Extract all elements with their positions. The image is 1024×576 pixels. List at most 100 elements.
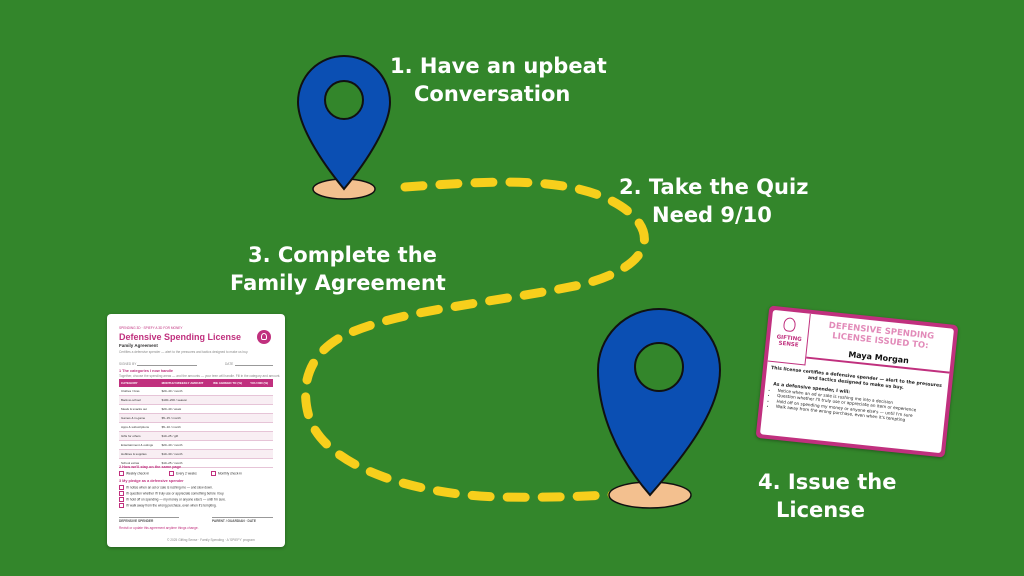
pledge-label: I'll notice when an ad or sale is rushin… xyxy=(126,485,213,490)
table-cell: $10–25 / month xyxy=(159,458,212,468)
table-row: Games & in-game$5–15 / month xyxy=(119,413,273,423)
column-header: CATEGORY xyxy=(119,379,160,387)
copyright-text: © 2025 Gifting Sense · Family Spending ·… xyxy=(167,538,255,542)
table-cell: $5–15 / month xyxy=(159,413,212,423)
categories-table: CATEGORY MONTHLY/WEEKLY AMOUNT WE AGREED… xyxy=(119,379,273,468)
start-pin-group xyxy=(296,55,392,200)
checkbox-icon xyxy=(119,503,124,508)
checkbox-option[interactable]: Every 2 weeks xyxy=(169,471,197,476)
date-label: DATE xyxy=(225,362,234,366)
table-cell xyxy=(248,413,273,423)
table-row: School extras$10–25 / month xyxy=(119,458,273,468)
table-cell xyxy=(248,431,273,441)
step-4-line-2: License xyxy=(776,498,865,522)
step-2-line-2: Need 9/10 xyxy=(652,203,772,227)
table-cell xyxy=(248,395,273,405)
step-2-label: 2. Take the Quiz Need 9/10 xyxy=(619,173,808,229)
table-cell xyxy=(248,440,273,450)
signed-by-label: SIGNED BY xyxy=(119,362,137,366)
checkbox-icon xyxy=(169,471,174,476)
table-cell: Apps & subscriptions xyxy=(119,422,160,432)
table-row: Back-to-school$100–200 / season xyxy=(119,395,273,405)
table-cell: Gifts for others xyxy=(119,431,160,441)
signature-line-left xyxy=(119,517,179,518)
checkbox-label: Every 2 weeks xyxy=(176,471,197,476)
family-agreement-document: SPENDING 3D · SPIEFY A 3D FOR MONEY Defe… xyxy=(107,314,285,547)
location-pin-icon xyxy=(296,55,392,191)
checkbox-label: Weekly check-in xyxy=(126,471,150,476)
checkbox-option[interactable]: Monthly check-in xyxy=(211,471,242,476)
checkbox-icon xyxy=(119,471,124,476)
license-inner: GIFTING SENSE DEFENSIVE SPENDING LICENSE… xyxy=(759,309,955,454)
end-pin-hole xyxy=(634,342,684,392)
checkbox-icon xyxy=(211,471,216,476)
table-cell: $10–25 / gift xyxy=(159,431,212,441)
step-1-label: 1. Have an upbeat Conversation xyxy=(390,52,607,108)
table-cell xyxy=(211,395,249,405)
table-cell: Back-to-school xyxy=(119,395,160,405)
table-cell xyxy=(248,404,273,414)
section-2-heading: 2 How we'll stay on the same page xyxy=(119,465,182,469)
column-header: YOU DID (%) xyxy=(248,379,273,387)
step-2-line-1: 2. Take the Quiz xyxy=(619,175,809,199)
pledge-checkbox[interactable]: I'll notice when an ad or sale is rushin… xyxy=(119,485,213,490)
section-1-note: Together, choose the spending areas — an… xyxy=(119,374,281,378)
pledge-checkbox[interactable]: I'll walk away from the wrong purchase, … xyxy=(119,503,217,508)
pledge-label: I'll question whether I'll truly use or … xyxy=(126,491,225,496)
table-cell: $100–200 / season xyxy=(159,395,212,405)
location-pin-icon xyxy=(596,308,722,497)
table-cell xyxy=(211,440,249,450)
signature-label-right: PARENT / GUARDIAN · DATE xyxy=(212,519,256,523)
checkbox-icon xyxy=(119,485,124,490)
table-cell: Clothes / bras xyxy=(119,387,160,396)
table-row: Entertainment & outings$20–40 / month xyxy=(119,440,273,450)
step-1-line-1: 1. Have an upbeat xyxy=(390,54,607,78)
table-cell: $20–40 / month xyxy=(159,387,212,396)
agreement-intro: Certifies a defensive spender — alert to… xyxy=(119,350,249,354)
table-row: Gifts for others$10–25 / gift xyxy=(119,431,273,441)
footer-note: Revisit or update this agreement anytime… xyxy=(119,526,199,530)
table-row: Apps & subscriptions$5–10 / month xyxy=(119,422,273,432)
agreement-title: Defensive Spending License xyxy=(119,332,242,342)
table-row: Meals & snacks out$20–40 / week xyxy=(119,404,273,414)
signed-by-line xyxy=(137,365,197,366)
start-pin-hole xyxy=(324,80,364,120)
table-cell xyxy=(211,413,249,423)
table-cell xyxy=(248,422,273,432)
table-header-row: CATEGORY MONTHLY/WEEKLY AMOUNT WE AGREED… xyxy=(119,379,273,387)
table-cell xyxy=(248,387,273,396)
signature-label-left: DEFENSIVE SPENDER xyxy=(119,519,154,523)
pledge-label: I'll hold off on spending — my money or … xyxy=(126,497,226,502)
column-header: MONTHLY/WEEKLY AMOUNT xyxy=(159,379,212,387)
checkbox-label: Monthly check-in xyxy=(218,471,242,476)
license-pledge-list: Notice when an ad or sale is rushing me … xyxy=(767,387,945,427)
table-cell: Hobbies & supplies xyxy=(119,449,160,459)
table-cell: Games & in-game xyxy=(119,413,160,423)
table-cell xyxy=(211,458,249,468)
table-row: Clothes / bras$20–40 / month xyxy=(119,387,273,396)
table-cell: $5–10 / month xyxy=(159,422,212,432)
table-cell xyxy=(211,404,249,414)
lightbulb-icon xyxy=(257,330,271,344)
table-row: Hobbies & supplies$10–30 / month xyxy=(119,449,273,459)
pledge-checkbox[interactable]: I'll question whether I'll truly use or … xyxy=(119,491,224,496)
step-3-line-1: 3. Complete the xyxy=(248,243,437,267)
table-cell xyxy=(211,449,249,459)
checkbox-option[interactable]: Weekly check-in xyxy=(119,471,149,476)
step-4-label: 4. Issue the License xyxy=(758,468,896,524)
lightbulb-icon xyxy=(782,317,797,333)
table-cell: Entertainment & outings xyxy=(119,440,160,450)
agreement-subtitle: Family Agreement xyxy=(119,343,158,348)
pledge-checkbox[interactable]: I'll hold off on spending — my money or … xyxy=(119,497,226,502)
column-header: WE AGREED TO (%) xyxy=(211,379,249,387)
license-brand-box: GIFTING SENSE xyxy=(767,309,811,366)
section-1-heading: 1 The categories I now handle xyxy=(119,369,174,373)
table-cell: $10–30 / month xyxy=(159,449,212,459)
end-pin-group xyxy=(596,308,722,509)
table-cell: $20–40 / month xyxy=(159,440,212,450)
table-cell xyxy=(211,422,249,432)
table-cell xyxy=(248,458,273,468)
table-cell: Meals & snacks out xyxy=(119,404,160,414)
agreement-series: SPENDING 3D · SPIEFY A 3D FOR MONEY xyxy=(119,326,183,330)
